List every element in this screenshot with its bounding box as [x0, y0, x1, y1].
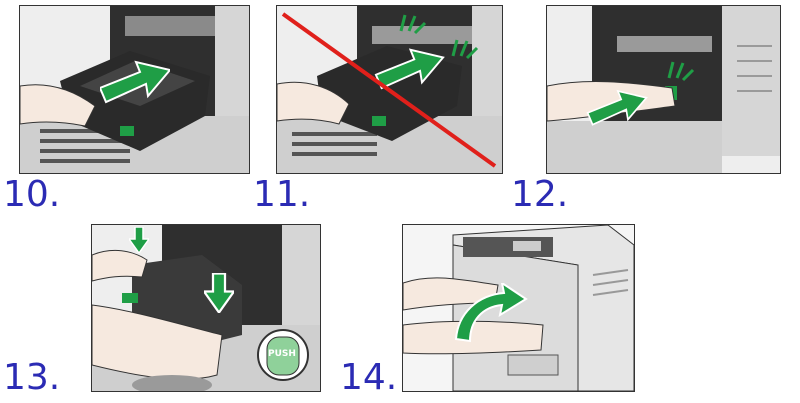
- step-number-10: 10.: [3, 177, 60, 213]
- step-11-illustration: [276, 5, 503, 174]
- step-number-13: 13.: [3, 360, 60, 396]
- curved-arrow-icon: [448, 283, 528, 343]
- arrow-down-icon: [129, 227, 149, 253]
- arrow-right-icon: [582, 86, 652, 128]
- step-number-14: 14.: [340, 360, 397, 396]
- step-number-11: 11.: [253, 177, 310, 213]
- step-14-illustration: [402, 224, 635, 392]
- step-number-12: 12.: [511, 177, 568, 213]
- click-burst-icon: [665, 58, 695, 83]
- step-12-illustration: [546, 5, 781, 174]
- push-label: PUSH: [268, 349, 296, 359]
- step-13-illustration: PUSH: [91, 224, 321, 392]
- prohibited-line-icon: [277, 6, 502, 173]
- arrow-down-icon: [204, 273, 234, 313]
- step-10-illustration: [19, 5, 250, 174]
- arrow-right-icon: [100, 56, 170, 106]
